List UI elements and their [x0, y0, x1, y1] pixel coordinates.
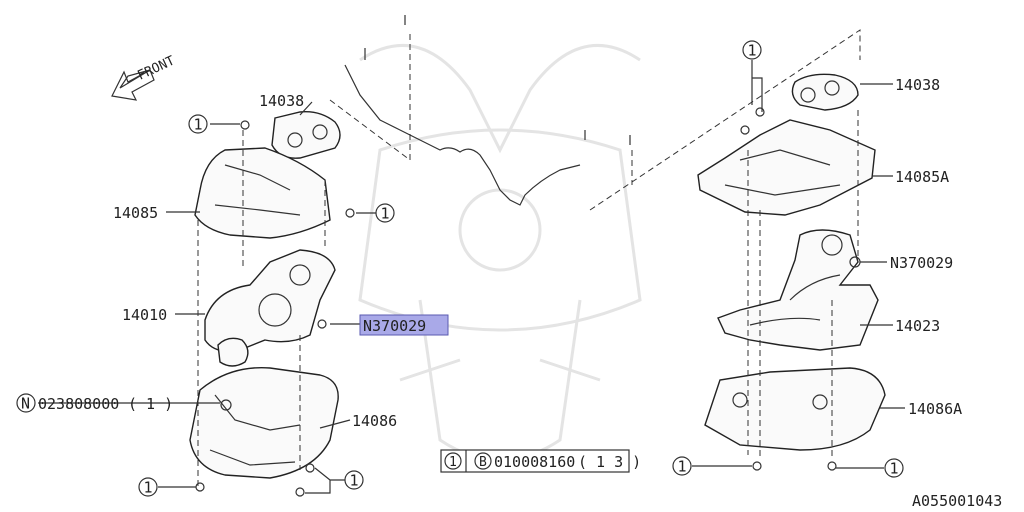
callout-1-bottom-right-b: 1	[884, 458, 904, 478]
heat-shield-14085	[194, 147, 331, 239]
part-label-14038-right[interactable]: 14038	[895, 76, 940, 94]
svg-text:1: 1	[381, 205, 390, 223]
part-label-14086A[interactable]: 14086A	[908, 400, 962, 418]
left-assembly	[38, 101, 376, 497]
part-label-14085[interactable]: 14085	[113, 204, 158, 222]
part-label-14038-left[interactable]: 14038	[259, 92, 304, 110]
svg-text:1: 1	[449, 455, 457, 470]
callout-1-top-right: 1	[742, 40, 762, 60]
part-label-N370029-right[interactable]: N370029	[890, 254, 953, 272]
callout-1-bottom-right-a: 1	[672, 456, 692, 476]
part-label-14085A[interactable]: 14085A	[895, 168, 949, 186]
legend-box[interactable]: 1 B 010008160 ( 1 3 )	[440, 449, 641, 473]
svg-text:( 1 ): ( 1 )	[128, 395, 173, 413]
engine-outline	[329, 15, 861, 211]
callout-1-bottom-left: 1	[138, 477, 158, 497]
heat-shield-14085A	[697, 119, 876, 216]
svg-text:B: B	[479, 455, 487, 470]
front-arrow: FRONT	[111, 53, 177, 101]
svg-text:1: 1	[748, 42, 757, 60]
exhaust-manifold-14010	[204, 249, 336, 352]
legend-qty: ( 1 3 )	[578, 453, 641, 471]
svg-text:N370029: N370029	[363, 317, 426, 335]
lower-cover-14086	[189, 366, 339, 479]
svg-text:023808000: 023808000	[38, 395, 119, 413]
gasket-14038-left	[271, 111, 341, 159]
front-label: FRONT	[135, 53, 177, 83]
watermark-emblem	[358, 44, 642, 462]
svg-text:1: 1	[350, 472, 359, 490]
svg-text:1: 1	[678, 458, 687, 476]
lower-cover-14086A	[704, 367, 886, 451]
svg-text:1: 1	[890, 460, 899, 478]
part-label-14010[interactable]: 14010	[122, 306, 167, 324]
part-label-14023[interactable]: 14023	[895, 317, 940, 335]
legend-part-number: 010008160	[494, 453, 575, 471]
part-label-023808000[interactable]: N 023808000 ( 1 )	[16, 393, 173, 413]
part-label-14086[interactable]: 14086	[352, 412, 397, 430]
gasket-14038-right	[791, 73, 859, 111]
callout-1-bottom-middle: 1	[344, 470, 364, 490]
svg-text:1: 1	[194, 116, 203, 134]
callout-1-upper-left: 1	[188, 114, 208, 134]
svg-text:N: N	[21, 395, 30, 413]
callout-1-right-of-shield: 1	[375, 203, 395, 223]
figure-id: A055001043	[912, 492, 1002, 510]
svg-text:1: 1	[144, 479, 153, 497]
part-label-N370029-left-highlighted[interactable]: N370029	[359, 314, 449, 336]
right-assembly	[692, 60, 905, 471]
exhaust-manifold-14023	[717, 229, 879, 351]
